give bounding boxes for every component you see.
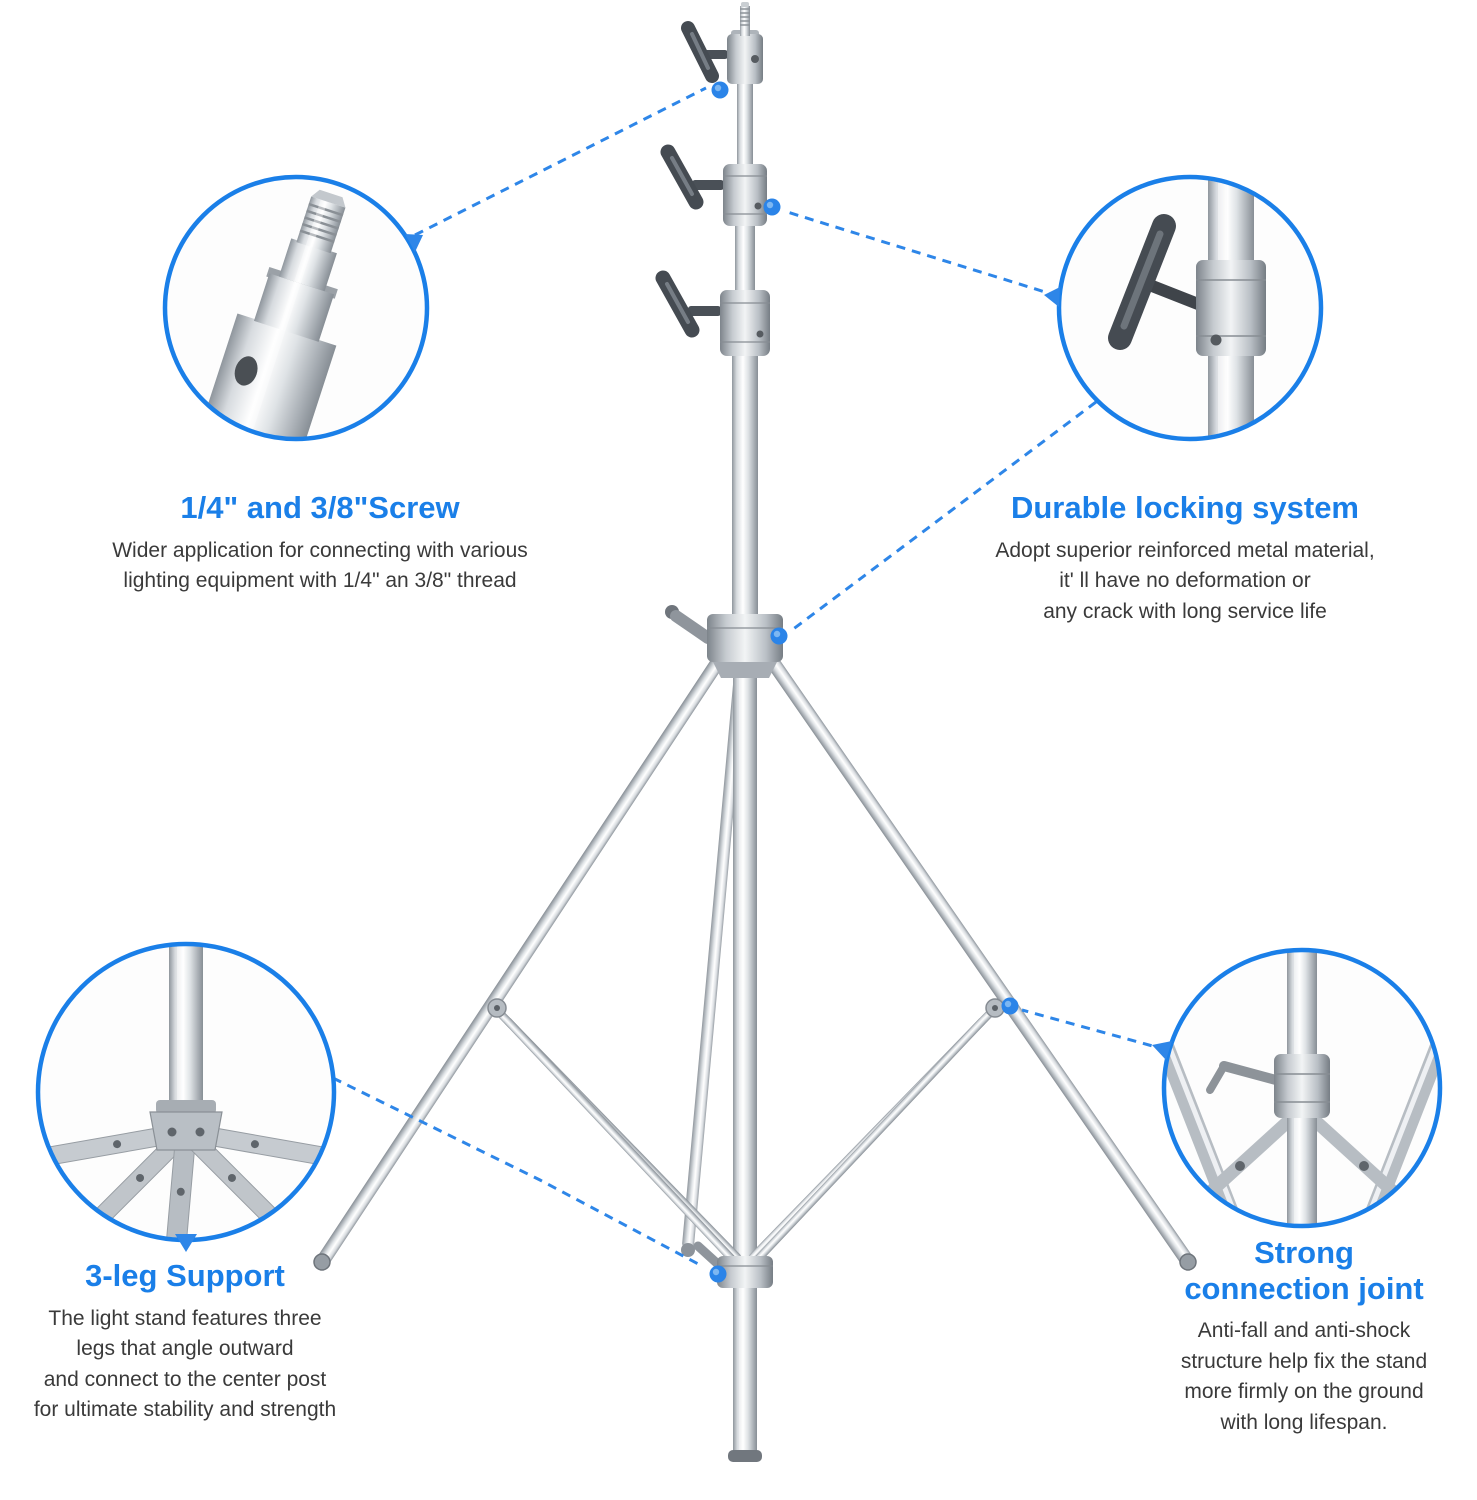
callout-circle-legs: [35, 941, 337, 1252]
callout-circle-screw: [162, 174, 430, 442]
connector-lines: [332, 86, 1168, 1268]
callout-body-screw: Wider application for connecting with va…: [112, 538, 528, 593]
back-foot: [681, 1243, 695, 1257]
stand-leg-collar: [665, 605, 783, 678]
callout-title-screw: 1/4" and 3/8"Screw: [180, 490, 460, 525]
pointer-triangle-screw: [405, 234, 423, 252]
callout-title-joint: Strong connection joint: [1184, 1235, 1424, 1306]
marker-dot-clamp: [763, 198, 781, 216]
stand: [313, 2, 1197, 1462]
stand-upper-sections: [732, 82, 758, 622]
callout-text-screw: 1/4" and 3/8"Screw Wider application for…: [70, 490, 570, 597]
marker-dot-top: [711, 81, 729, 99]
pointer-triangle-joint: [1152, 1041, 1172, 1060]
marker-dot-bottom: [709, 1265, 727, 1283]
pointer-triangle-locking: [1044, 287, 1060, 307]
callout-body-locking: Adopt superior reinforced metal material…: [995, 538, 1375, 623]
pointer-triangle-legs: [175, 1234, 197, 1252]
stand-center-column: [728, 660, 762, 1462]
connector-legs: [332, 1076, 703, 1268]
stand-right-leg: [759, 646, 1192, 1265]
stand-braces: [487, 998, 1005, 1278]
marker-dots: [709, 81, 1019, 1283]
callout-circle-locking: [1044, 174, 1324, 442]
marker-dot-brace: [1001, 997, 1019, 1015]
callout-title-locking: Durable locking system: [1010, 490, 1359, 525]
stand-top-head: [681, 2, 763, 84]
callout-circle-joint: [1152, 947, 1443, 1229]
connector-locking-knob: [783, 209, 1059, 298]
left-foot: [313, 1253, 331, 1271]
right-foot: [1179, 1253, 1197, 1271]
connector-screw: [414, 86, 707, 237]
callout-ring-locking: [1056, 174, 1324, 442]
callout-body-legs: The light stand features three legs that…: [33, 1306, 337, 1421]
callout-text-legs: 3-leg Support The light stand features t…: [0, 1258, 375, 1425]
stand-back-leg: [682, 651, 748, 1250]
callout-body-joint: Anti-fall and anti-shock structure help …: [1180, 1319, 1428, 1434]
callout-title-legs: 3-leg Support: [85, 1258, 285, 1293]
stand-clamp-2: [655, 270, 770, 356]
callout-text-joint: Strong connection joint Anti-fall and an…: [1139, 1235, 1469, 1438]
marker-dot-collar: [770, 627, 788, 645]
stand-bottom-collar: [693, 1241, 773, 1288]
callout-ring-screw: [162, 174, 430, 442]
callout-text-locking: Durable locking system Adopt superior re…: [935, 490, 1435, 627]
stand-clamp-1: [660, 144, 767, 226]
callout-ring-joint: [1161, 947, 1443, 1229]
stand-left-leg: [316, 646, 731, 1267]
